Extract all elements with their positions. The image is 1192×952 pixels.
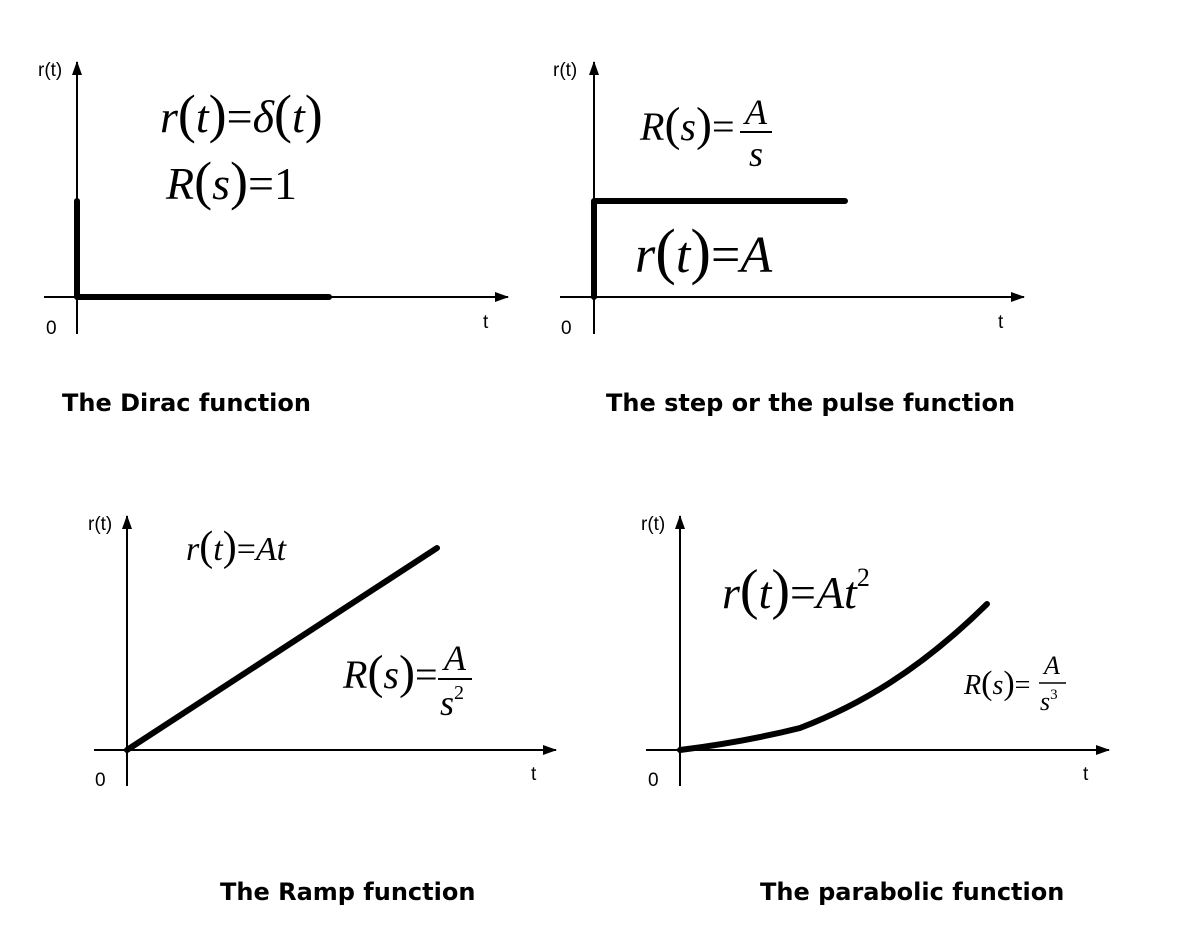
panel-caption: The Ramp function (220, 878, 475, 906)
ramp-curve (124, 545, 440, 753)
time-domain-formula: r(t)=A (635, 218, 772, 286)
laplace-denominator: s2 (440, 682, 464, 723)
origin-label: 0 (561, 318, 572, 339)
parabolic-curve (677, 601, 990, 753)
laplace-formula: R(s)= (963, 665, 1030, 702)
panel-caption: The parabolic function (760, 878, 1064, 906)
laplace-formula: R(s)= (342, 646, 438, 699)
panel-ramp: r(t) t 0 r(t)=At R(s)= A s2 The Ramp fun… (88, 514, 557, 906)
laplace-formula: R(s)= (639, 98, 735, 151)
x-axis-label: t (1083, 764, 1089, 785)
y-axis-label: r(t) (38, 60, 62, 81)
laplace-formula: R(s)=1 (165, 151, 297, 211)
time-domain-formula: r(t)=At (186, 524, 288, 570)
laplace-numerator: A (743, 92, 768, 132)
x-axis-label: t (998, 312, 1004, 333)
panel-parabolic: r(t) t 0 r(t)=At2 R(s)= A s3 The parabol… (641, 514, 1110, 906)
y-axis-label: r(t) (641, 514, 665, 535)
panel-step: r(t) t 0 R(s)= A s r(t)=A The step or th… (553, 60, 1025, 417)
y-axis-label: r(t) (88, 514, 112, 535)
step-curve (591, 198, 848, 300)
x-axis-label: t (531, 764, 537, 785)
time-domain-formula: r(t)=At2 (722, 559, 870, 621)
x-axis-label: t (483, 312, 489, 333)
panel-caption: The Dirac function (62, 389, 311, 417)
laplace-denominator: s (749, 134, 763, 174)
panel-caption: The step or the pulse function (606, 389, 1015, 417)
y-axis-label: r(t) (553, 60, 577, 81)
origin-label: 0 (95, 770, 106, 791)
origin-label: 0 (46, 318, 57, 339)
origin-label: 0 (648, 770, 659, 791)
dirac-impulse-curve (74, 198, 332, 300)
laplace-denominator: s3 (1040, 687, 1058, 716)
laplace-numerator: A (1042, 651, 1060, 680)
time-domain-formula: r(t)=δ(t) (160, 84, 323, 144)
laplace-numerator: A (442, 638, 467, 678)
panel-dirac: r(t) t 0 r(t)=δ(t) R(s)=1 The Dirac func… (38, 60, 509, 417)
